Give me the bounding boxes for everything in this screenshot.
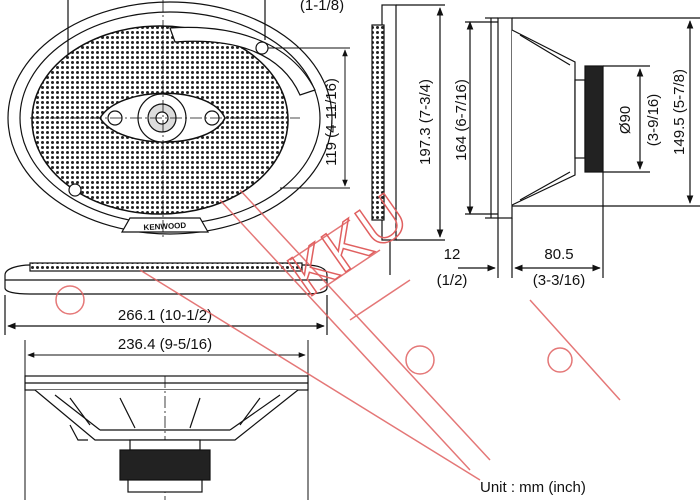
dim-12-mm-label: 12	[444, 246, 461, 263]
frame-band	[169, 26, 316, 96]
dim-top-partial-label: (1-1/8)	[300, 0, 344, 14]
front-view	[7, 0, 333, 240]
watermark	[55, 189, 621, 481]
dim-149-label: 149.5 (5-7/8)	[671, 69, 688, 155]
screw-bottom-left	[68, 183, 82, 197]
bottom-view	[24, 375, 309, 500]
dim-119-label: 119 (4-11/16)	[323, 78, 340, 166]
side-view	[371, 4, 445, 275]
brand-badge	[120, 217, 210, 233]
frame-outer	[7, 1, 333, 235]
dim-80-mm-label: 80.5	[544, 246, 573, 263]
dim-90-in-label: (3-9/16)	[645, 94, 662, 147]
dim-236-label: 236.4 (9-5/16)	[118, 336, 212, 353]
dim-236	[24, 340, 309, 500]
unit-label: Unit : mm (inch)	[480, 479, 586, 496]
screw-top-right	[255, 41, 269, 55]
top-view	[4, 262, 328, 335]
dim-90-mm-label: Ø90	[617, 106, 634, 134]
dim-197-label: 197.3 (7-3/4)	[417, 79, 434, 165]
dim-266-label: 266.1 (10-1/2)	[118, 307, 212, 324]
dim-119	[268, 47, 350, 189]
brand-label: KENWOOD	[143, 221, 186, 232]
dim-164-label: 164 (6-7/16)	[453, 79, 470, 161]
dim-12-in-label: (1/2)	[437, 272, 468, 289]
profile-view	[458, 17, 700, 278]
dim-80-in-label: (3-3/16)	[533, 272, 586, 289]
